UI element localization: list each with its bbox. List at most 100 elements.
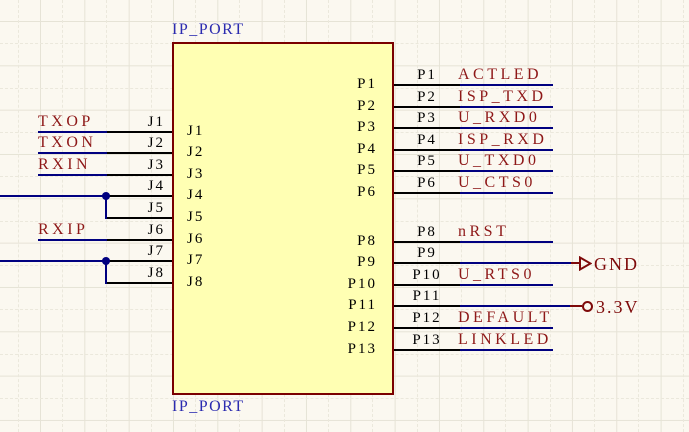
pin-line[interactable] xyxy=(107,216,172,219)
pin-line[interactable] xyxy=(394,305,460,308)
pin-designator: J3 xyxy=(147,156,165,173)
net-label[interactable]: U_RTS0 xyxy=(458,265,535,283)
net-label[interactable]: TXON xyxy=(38,134,97,152)
grid-dash-vline xyxy=(682,0,684,432)
pin-line[interactable] xyxy=(394,240,460,243)
pin-line[interactable] xyxy=(394,127,460,130)
net-label[interactable]: U_CTS0 xyxy=(458,174,536,191)
wire[interactable] xyxy=(38,152,107,155)
wire[interactable] xyxy=(105,261,107,284)
wire[interactable] xyxy=(38,173,107,176)
grid-dash-vline xyxy=(17,0,19,432)
pin-designator: P12 xyxy=(412,309,442,326)
pin-name: P11 xyxy=(348,297,377,314)
pin-name: P6 xyxy=(357,184,377,200)
pin-name: P3 xyxy=(357,119,377,136)
pin-designator: P1 xyxy=(417,67,437,83)
wire[interactable] xyxy=(460,170,553,173)
wire[interactable] xyxy=(460,148,553,151)
power-port-label[interactable]: GND xyxy=(594,254,639,275)
net-label[interactable]: nRST xyxy=(458,222,510,240)
pin-designator: P4 xyxy=(417,131,437,148)
power-port-stub xyxy=(570,305,582,308)
wire[interactable] xyxy=(105,196,107,219)
power-port-label[interactable]: 3.3V xyxy=(596,297,640,318)
pin-name: J1 xyxy=(187,122,205,139)
wire[interactable] xyxy=(460,105,553,108)
pin-line[interactable] xyxy=(107,195,172,198)
net-label[interactable]: LINKLED xyxy=(458,330,552,348)
wire[interactable] xyxy=(0,195,107,198)
pin-name: P10 xyxy=(347,275,377,292)
component-body[interactable] xyxy=(172,42,394,395)
grid-dash-vline xyxy=(549,0,551,432)
net-label[interactable]: ISP_RXD xyxy=(458,130,548,148)
wire[interactable] xyxy=(460,305,570,308)
wire[interactable] xyxy=(38,238,107,241)
pin-name: P5 xyxy=(357,162,377,179)
pin-line[interactable] xyxy=(107,281,172,284)
wire[interactable] xyxy=(460,348,553,351)
pin-line[interactable] xyxy=(394,148,460,151)
pin-name: P12 xyxy=(347,318,377,335)
wire[interactable] xyxy=(460,262,571,265)
pin-designator: P10 xyxy=(412,266,442,283)
pin-designator: P5 xyxy=(417,153,437,170)
pin-name: J6 xyxy=(187,230,205,247)
pin-line[interactable] xyxy=(394,84,460,86)
net-label[interactable]: ISP_TXD xyxy=(458,87,547,105)
wire[interactable] xyxy=(460,127,553,130)
net-label[interactable]: RXIN xyxy=(38,155,92,173)
pin-name: J5 xyxy=(187,208,205,225)
component-comment-label[interactable]: IP_PORT xyxy=(172,398,245,415)
pin-designator: J4 xyxy=(147,178,165,195)
pin-line[interactable] xyxy=(394,348,460,351)
wire[interactable] xyxy=(38,130,107,133)
pin-line[interactable] xyxy=(394,105,460,108)
power-circle-icon[interactable] xyxy=(582,300,593,312)
grid-dash-vline xyxy=(150,0,152,432)
pin-designator: J5 xyxy=(147,199,165,216)
net-label[interactable]: ACTLED xyxy=(458,66,543,83)
pin-line[interactable] xyxy=(394,262,460,265)
pin-line[interactable] xyxy=(107,130,172,133)
grid-dash-vline xyxy=(416,0,418,432)
pin-designator: J7 xyxy=(147,243,165,260)
wire[interactable] xyxy=(460,240,553,243)
pin-line[interactable] xyxy=(107,173,172,176)
pin-line[interactable] xyxy=(107,238,172,241)
pin-name: J4 xyxy=(187,187,205,204)
pin-designator: P6 xyxy=(417,175,437,191)
pin-name: P1 xyxy=(357,76,377,92)
net-label[interactable]: TXOP xyxy=(38,112,94,130)
pin-line[interactable] xyxy=(394,192,460,194)
gnd-arrow-icon[interactable] xyxy=(579,255,593,271)
pin-line[interactable] xyxy=(394,326,460,329)
wire[interactable] xyxy=(460,192,553,194)
wire[interactable] xyxy=(460,84,553,86)
pin-designator: J6 xyxy=(147,221,165,238)
net-label[interactable]: RXIP xyxy=(38,220,89,238)
pin-name: P9 xyxy=(357,254,377,271)
pin-name: J3 xyxy=(187,165,205,182)
pin-line[interactable] xyxy=(394,283,460,286)
component-designator-label[interactable]: IP_PORT xyxy=(172,21,245,38)
net-label[interactable]: DEFAULT xyxy=(458,308,553,326)
pin-line[interactable] xyxy=(394,170,460,173)
net-label[interactable]: U_TXD0 xyxy=(458,152,540,170)
pin-line[interactable] xyxy=(107,260,172,263)
pin-name: P4 xyxy=(357,140,377,157)
pin-designator: P9 xyxy=(417,245,437,262)
pin-name: P13 xyxy=(347,340,377,357)
pin-line[interactable] xyxy=(107,152,172,155)
grid-dash-hline xyxy=(0,397,689,399)
pin-name: P8 xyxy=(357,232,377,249)
wire[interactable] xyxy=(0,260,107,263)
grid-dash-vline xyxy=(62,0,64,432)
pin-name: J7 xyxy=(187,252,205,269)
pin-name: J8 xyxy=(187,273,205,290)
wire[interactable] xyxy=(460,326,553,329)
wire[interactable] xyxy=(460,283,553,286)
net-label[interactable]: U_RXD0 xyxy=(458,109,541,127)
